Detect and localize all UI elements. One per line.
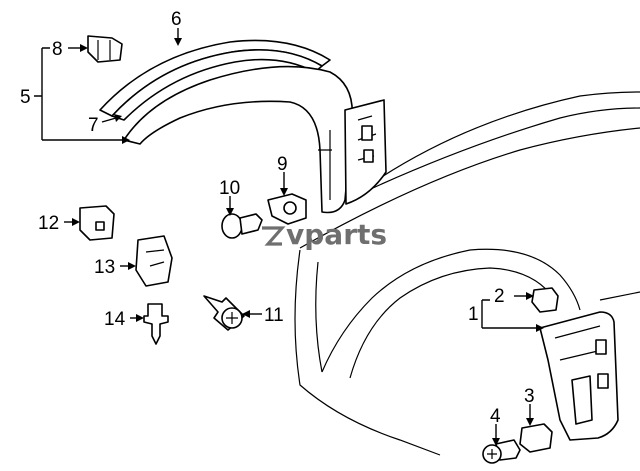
clip-2 bbox=[531, 287, 559, 313]
clip-8 bbox=[87, 35, 123, 63]
nut-3 bbox=[519, 423, 553, 453]
leader-lines bbox=[34, 28, 544, 446]
callout-11: 11 bbox=[264, 305, 284, 326]
callout-3: 3 bbox=[524, 386, 535, 407]
watermark-logo: vparts bbox=[262, 218, 387, 251]
callout-1: 1 bbox=[468, 304, 479, 325]
callout-12: 12 bbox=[38, 213, 59, 234]
callout-13: 13 bbox=[94, 257, 115, 278]
callout-7: 7 bbox=[88, 115, 99, 136]
callout-10: 10 bbox=[219, 178, 240, 199]
screw-11 bbox=[203, 295, 245, 331]
clip-12 bbox=[79, 205, 115, 241]
screw-4 bbox=[482, 439, 521, 464]
fender-panel bbox=[294, 91, 640, 456]
callout-14: 14 bbox=[104, 309, 126, 330]
callout-2: 2 bbox=[494, 286, 505, 307]
bracket-13 bbox=[135, 235, 173, 287]
wheel-flare-lower bbox=[539, 311, 619, 441]
callout-4: 4 bbox=[490, 406, 501, 427]
callout-8: 8 bbox=[52, 39, 63, 60]
retainer-9 bbox=[267, 193, 307, 225]
callout-5: 5 bbox=[20, 87, 31, 108]
wheel-flare-upper bbox=[99, 39, 387, 214]
pushpin-14 bbox=[143, 303, 169, 345]
callout-9: 9 bbox=[277, 154, 288, 175]
pin-10 bbox=[221, 213, 263, 239]
callout-labels: 1 2 3 4 5 6 7 8 9 10 11 12 13 14 bbox=[20, 9, 535, 427]
callout-6: 6 bbox=[171, 9, 182, 30]
watermark-text: vparts bbox=[286, 218, 387, 251]
